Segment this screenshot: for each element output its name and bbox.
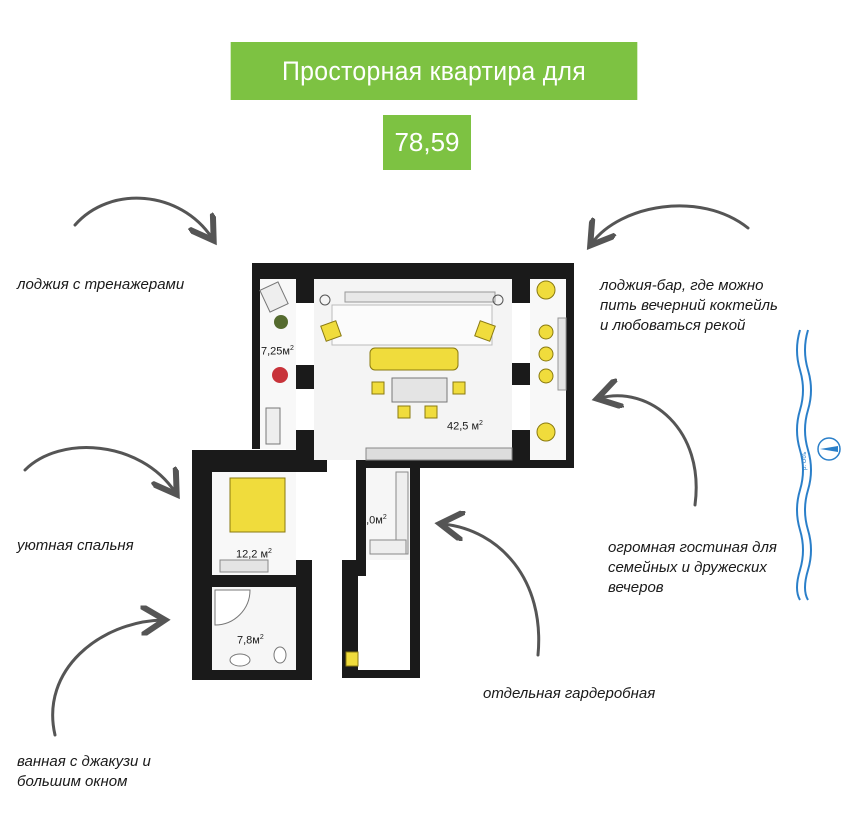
compass-icon	[817, 437, 841, 461]
walls	[192, 263, 574, 680]
jacuzzi	[214, 589, 251, 626]
note-bath-line1: ванная с джакузи и	[17, 753, 151, 770]
note-bedroom: уютная спальня	[17, 536, 134, 556]
river-label: р. Объ	[802, 451, 808, 470]
tv-unit	[344, 291, 496, 303]
room-area-wardrobe: 5,0м2	[360, 514, 387, 527]
note-living-line1: огромная гостиная для	[608, 539, 777, 556]
total-area-value: 78,59 м	[394, 127, 460, 212]
toilet	[273, 646, 287, 664]
bar-stools	[536, 280, 556, 442]
arrow-loggia-gym	[73, 196, 212, 238]
note-wardrobe-text: отдельная гардеробная	[483, 685, 656, 702]
note-loggia-gym: лоджия с тренажерами	[17, 275, 184, 295]
room-area-living: 42,5 м2	[447, 420, 483, 433]
title-text: Просторная квартира для состоявшейся пар…	[282, 56, 586, 144]
note-living-line2: семейных и дружеских	[608, 559, 767, 576]
note-wardrobe: отдельная гардеробная	[483, 684, 655, 704]
total-area-badge: 78,59 м2	[383, 115, 471, 212]
note-living: огромная гостиная для семейных и дружеск…	[608, 538, 777, 598]
note-bedroom-text: уютная спальня	[17, 537, 134, 554]
sofa	[369, 347, 459, 371]
wardrobe-shelf	[369, 539, 407, 555]
room-area-loggia: 7,25м2	[261, 345, 294, 358]
armchair-red	[272, 367, 288, 383]
note-loggia-gym-text: лоджия с тренажерами	[17, 276, 185, 293]
room-area-bedroom: 12,2 м2	[236, 548, 272, 561]
arrow-loggia-bar	[592, 204, 750, 243]
room-area-bathroom: 7,8м2	[237, 634, 264, 647]
lamps	[319, 294, 504, 306]
note-loggia-bar-line1: лоджия-бар, где можно	[600, 277, 764, 294]
plant	[274, 315, 288, 329]
bed	[229, 477, 286, 533]
note-bath: ванная с джакузи и большим окном	[17, 752, 151, 792]
kitchen-counter	[365, 447, 513, 461]
dining-table	[391, 377, 448, 403]
treadmill	[259, 281, 289, 313]
bar-counter	[557, 317, 567, 391]
note-loggia-bar-line2: пить вечерний коктейль	[600, 297, 778, 314]
note-loggia-bar-line3: и любоваться рекой	[600, 317, 746, 334]
sink	[229, 653, 251, 667]
note-bath-line2: большим окном	[17, 773, 128, 790]
arrow-bedroom	[23, 446, 175, 492]
wardrobe-stool	[345, 651, 359, 667]
note-loggia-bar: лоджия-бар, где можно пить вечерний кокт…	[600, 276, 778, 336]
note-living-line3: вечеров	[608, 579, 664, 596]
title-banner: Просторная квартира для состоявшейся пар…	[230, 42, 638, 144]
annotation-arrows	[23, 196, 750, 737]
rug	[331, 304, 493, 346]
river	[796, 329, 812, 601]
dresser	[219, 559, 269, 573]
arrow-living	[600, 396, 698, 507]
total-area-unit: 2	[432, 182, 440, 196]
arrow-bath	[51, 620, 162, 737]
arrow-wardrobe	[443, 524, 541, 657]
exercise-bench	[265, 407, 281, 445]
chairs	[320, 320, 496, 419]
